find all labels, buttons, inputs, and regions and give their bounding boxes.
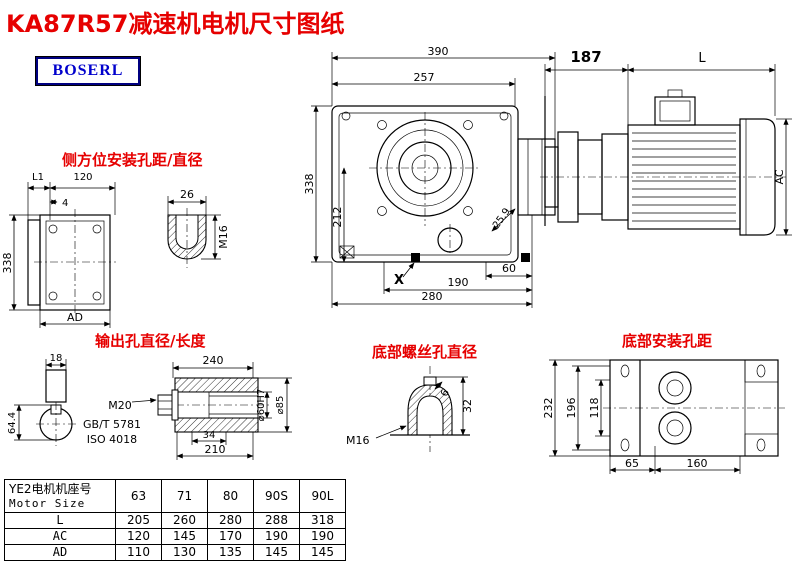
motor-side-view: 187 L AC <box>540 48 792 236</box>
size-column-header: 71 <box>161 479 208 513</box>
dim-212-label: 212 <box>331 207 344 228</box>
value-cell: 280 <box>207 512 254 529</box>
thread-M16-side-label: M16 <box>217 225 230 249</box>
dim-60-label: 60 <box>502 262 516 275</box>
dim-65-label: 65 <box>625 457 639 470</box>
dim-257-label: 257 <box>414 71 435 84</box>
table-row-AC: AC 120 145 170 190 190 <box>4 528 346 545</box>
x-position-label: X <box>394 273 404 288</box>
bottom-mount-view: 232 196 118 65 160 <box>542 359 785 474</box>
value-cell: 205 <box>115 512 162 529</box>
dim-338-label: 338 <box>303 174 316 195</box>
dim-232-label: 232 <box>542 398 555 419</box>
output-hole-label: 输出孔直径/长度 <box>95 332 206 350</box>
dim-390-label: 390 <box>428 45 449 58</box>
thread-M20-label: M20 <box>108 399 132 412</box>
key-end-view <box>36 369 76 446</box>
table-header-en: Motor Size <box>9 497 86 510</box>
dia-60H7-label: ⌀60H7 <box>256 389 267 422</box>
dim-32-label: 32 <box>461 399 474 413</box>
bottom-screw-label: 底部螺丝孔直径 <box>372 343 478 361</box>
standard-gbt-label: GB/T 5781 <box>83 418 141 431</box>
dim-4-label: 4 <box>62 198 68 209</box>
dim-AC-label: AC <box>773 169 786 184</box>
size-column-header: 63 <box>115 479 162 513</box>
dim-160-label: 160 <box>687 457 708 470</box>
bottom-mount-body <box>603 359 785 457</box>
brand-logo: BOSERL <box>35 56 141 86</box>
dim-34-label: 34 <box>203 430 216 441</box>
row-label: L <box>4 512 116 529</box>
bottom-mount-label: 底部安装孔距 <box>622 332 713 350</box>
table-row-L: L 205 260 280 288 318 <box>4 512 346 529</box>
table-header-cell: YE2电机机座号 Motor Size <box>4 479 116 513</box>
dim-338-side-label: 338 <box>1 253 14 274</box>
value-cell: 318 <box>299 512 346 529</box>
dim-25-9-label: 25.9 <box>491 206 513 231</box>
gearbox-main-view: 390 257 338 212 25.9 X <box>303 45 556 308</box>
dim-64-4-label: 64.4 <box>7 412 18 434</box>
row-label: AD <box>4 544 116 561</box>
size-column-header: 90L <box>299 479 346 513</box>
dim-L-label: L <box>698 51 706 66</box>
value-cell: 260 <box>161 512 208 529</box>
gearbox-housing <box>331 105 556 263</box>
side-mount-label: 侧方位安装孔距/直径 <box>62 151 203 169</box>
motor-body <box>627 124 741 230</box>
dim-6-label: 6 <box>439 388 452 398</box>
row-label: AC <box>4 528 116 545</box>
dim-210-label: 210 <box>205 443 226 456</box>
side-mount-view: L1 120 4 338 AD 26 M16 <box>1 172 230 328</box>
terminal-box <box>654 89 696 126</box>
value-cell: 288 <box>253 512 300 529</box>
table-header-row: YE2电机机座号 Motor Size 63 71 80 90S 90L <box>4 479 346 513</box>
value-cell: 120 <box>115 528 162 545</box>
hollow-shaft-section <box>157 377 270 433</box>
dim-190-label: 190 <box>448 276 469 289</box>
fan-cover <box>739 118 776 236</box>
value-cell: 110 <box>115 544 162 561</box>
bottom-screw-view: 32 6 M16 <box>346 366 474 452</box>
value-cell: 190 <box>253 528 300 545</box>
value-cell: 145 <box>299 544 346 561</box>
size-column-header: 80 <box>207 479 254 513</box>
value-cell: 135 <box>207 544 254 561</box>
dim-187-label: 187 <box>570 48 601 66</box>
brand-logo-text: BOSERL <box>52 62 124 79</box>
side-mount-body <box>27 209 116 316</box>
tapped-slot-detail <box>167 208 207 268</box>
standard-iso-label: ISO 4018 <box>87 433 137 446</box>
value-cell: 190 <box>299 528 346 545</box>
dim-120-label: 120 <box>73 172 92 183</box>
dim-240-label: 240 <box>203 354 224 367</box>
value-cell: 170 <box>207 528 254 545</box>
dim-26-label: 26 <box>180 188 194 201</box>
page-title: KA87R57减速机电机尺寸图纸 <box>6 10 345 38</box>
dim-196-label: 196 <box>565 398 578 419</box>
table-row-AD: AD 110 130 135 145 145 <box>4 544 346 561</box>
dim-18-label: 18 <box>50 353 63 364</box>
motor-size-table: YE2电机机座号 Motor Size 63 71 80 90S 90L L 2… <box>4 479 346 561</box>
value-cell: 145 <box>253 544 300 561</box>
dia-85-label: ⌀85 <box>275 396 286 415</box>
dim-280-label: 280 <box>422 290 443 303</box>
output-hole-view: 18 64.4 240 M20 GB/T 5781 ISO 4018 34 21… <box>7 353 292 460</box>
dim-118-label: 118 <box>588 398 601 419</box>
dim-L1-label: L1 <box>32 172 44 183</box>
dim-AD-label: AD <box>67 311 83 324</box>
table-header-cn: YE2电机机座号 <box>9 482 92 496</box>
size-column-header: 90S <box>253 479 300 513</box>
value-cell: 130 <box>161 544 208 561</box>
screw-dome-section <box>390 376 470 436</box>
value-cell: 145 <box>161 528 208 545</box>
thread-M16-bottom-label: M16 <box>346 434 370 447</box>
